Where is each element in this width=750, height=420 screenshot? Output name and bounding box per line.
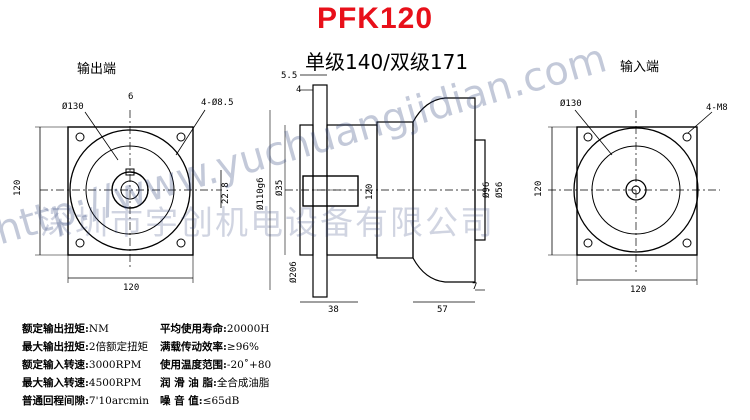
out-key-dim: 6 <box>128 92 133 102</box>
input-hole-tr <box>682 132 692 142</box>
input-leader-130 <box>574 109 613 156</box>
input-flange-square <box>576 126 698 256</box>
spec-row: 最大输出扭矩:2倍额定扭矩 满载传动效率:≥96% <box>22 341 260 353</box>
length-subtitle: 单级140/双级171 <box>305 50 469 74</box>
input-hole-bl <box>583 238 593 248</box>
side-35-dim: Ø35 <box>274 180 285 196</box>
side-4-dim: 4 <box>296 85 301 95</box>
side-55-dim: 5.5 <box>281 71 297 81</box>
spec-row: 普通回程间隙:7'10arcmin 噪 音 值:≤65dB <box>22 395 240 407</box>
output-end-label: 输出端 <box>77 62 117 77</box>
out-height-dim: 120 <box>13 180 23 196</box>
side-56-dim: Ø56 <box>494 182 505 198</box>
output-end-view <box>35 109 222 283</box>
input-hole-br <box>682 238 692 248</box>
side-120-dim: 120 <box>365 184 375 200</box>
in-holes-dim: 4-M8 <box>706 103 728 113</box>
side-shaft <box>302 175 359 207</box>
side-96-dim: Ø96 <box>481 182 492 198</box>
out-holes-dim: 4-Ø8.5 <box>201 97 234 108</box>
spec-row: 额定输出扭矩:NM 平均使用寿命:20000H <box>22 323 270 335</box>
side-view <box>269 74 492 303</box>
side-110-dim: Ø110g6 <box>255 177 266 210</box>
side-flange <box>312 84 328 298</box>
output-hole-tl <box>75 132 85 142</box>
side-7-dim: 7 <box>472 282 477 292</box>
output-leader-holes <box>175 109 206 156</box>
spec-row: 最大输入转速:4500RPM 润 滑 油 脂:全合成油脂 <box>22 377 270 389</box>
in-circle-dim: Ø130 <box>560 98 582 109</box>
out-key-height-dim: 22.8 <box>221 182 231 204</box>
input-end-view <box>548 109 720 285</box>
spec-row: 额定输入转速:3000RPM 使用温度范围:-20˚+80 <box>22 359 272 371</box>
output-hole-bl <box>75 238 85 248</box>
output-leader-130 <box>84 111 119 161</box>
output-flange-square <box>67 126 194 256</box>
input-leader-holes <box>687 111 713 134</box>
page-title: PFK120 <box>316 2 434 35</box>
input-hole-tl <box>583 132 593 142</box>
in-height-dim: 120 <box>534 181 544 197</box>
side-adapter <box>412 97 476 283</box>
out-circle-dim: Ø130 <box>62 101 84 112</box>
side-206-dim: Ø206 <box>288 261 299 283</box>
in-width-dim: 120 <box>630 285 646 295</box>
side-38-dim: 38 <box>328 305 339 315</box>
out-width-dim: 120 <box>123 283 139 293</box>
output-hole-br <box>176 238 186 248</box>
spec-table: 额定输出扭矩:NM 平均使用寿命:20000H 最大输出扭矩:2倍额定扭矩 满载… <box>22 320 352 410</box>
output-hole-tr <box>176 132 186 142</box>
side-57-dim: 57 <box>437 305 448 315</box>
input-end-label: 输入端 <box>620 60 660 75</box>
